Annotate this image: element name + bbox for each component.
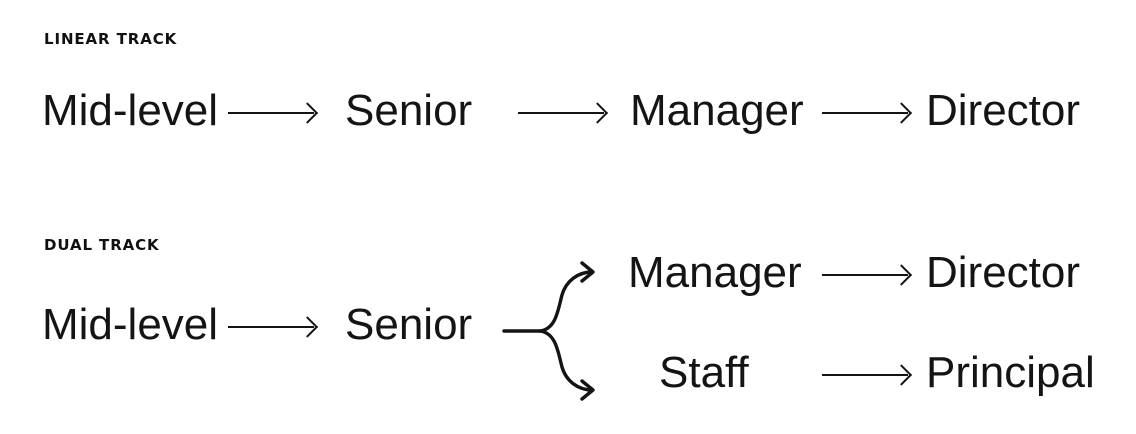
arrow-mid-level-to-senior-dual [228, 315, 319, 339]
arrow-shaft [518, 112, 604, 114]
arrow-shaft [822, 274, 908, 276]
branch-fork-icon [502, 261, 595, 401]
arrow-head [890, 364, 913, 386]
node-manager-dual: Manager [628, 248, 802, 297]
node-director-dual: Director [926, 248, 1081, 297]
arrow-shaft [822, 112, 908, 114]
arrow-head [890, 264, 913, 286]
arrow-manager-to-director-linear [822, 101, 913, 125]
node-mid-level-dual: Mid-level [42, 300, 219, 349]
fork-branch-lower [538, 329, 594, 392]
fork-arrowhead-lower [580, 379, 595, 401]
arrow-shaft [822, 374, 908, 376]
arrow-shaft [228, 326, 314, 328]
fork-branch-upper [538, 270, 594, 333]
fork-arrowhead-upper [580, 261, 595, 283]
arrow-staff-to-principal-dual [822, 363, 913, 387]
node-principal-dual: Principal [926, 348, 1095, 397]
arrow-senior-to-manager-linear [518, 101, 609, 125]
arrow-manager-to-director-dual [822, 263, 913, 287]
linear-track-heading: LINEAR TRACK [44, 30, 178, 48]
node-senior-linear: Senior [345, 86, 473, 135]
node-manager-linear: Manager [630, 86, 804, 135]
arrow-head [296, 316, 319, 338]
dual-track-heading: DUAL TRACK [44, 236, 160, 254]
node-director-linear: Director [926, 86, 1081, 135]
node-senior-dual: Senior [345, 300, 473, 349]
node-staff-dual: Staff [659, 348, 749, 397]
node-mid-level-linear: Mid-level [42, 86, 219, 135]
arrow-shaft [228, 112, 314, 114]
arrow-mid-level-to-senior-linear [228, 101, 319, 125]
